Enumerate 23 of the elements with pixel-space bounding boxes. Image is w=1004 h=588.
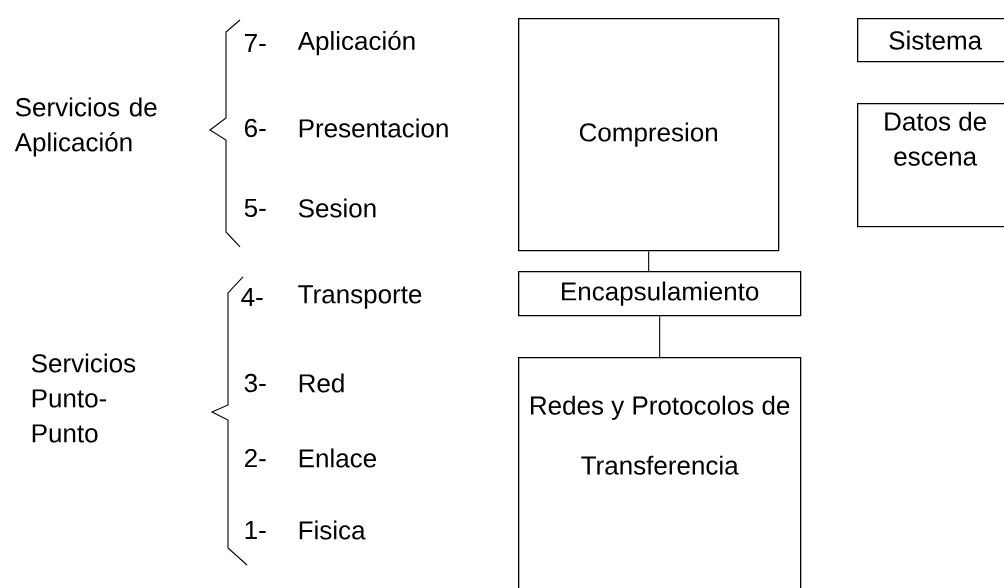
layer-label: Aplicación <box>297 30 415 56</box>
layer-label: 7- <box>245 34 266 52</box>
text-box: Encapsulamiento <box>518 271 802 317</box>
layer-label: Enlace <box>299 448 376 468</box>
layer-label: 6- <box>245 118 266 138</box>
layer-label: Presentacion <box>299 118 448 138</box>
connector-line <box>659 315 661 358</box>
layer-label: Transporte <box>298 285 422 309</box>
text-box: Datos de escena <box>857 103 1004 228</box>
layer-label: 2- <box>244 448 266 468</box>
layer-label: 3- <box>244 373 266 393</box>
text-box: Compresion <box>518 18 780 252</box>
connector-line <box>648 250 650 272</box>
layer-label: 1- <box>245 521 266 539</box>
layer-label: 5- <box>244 198 266 218</box>
text-box: Sistema <box>857 18 1004 63</box>
layer-label: Sesion <box>298 198 376 218</box>
text-box: Redes y Protocolos de Transferencia <box>518 357 802 588</box>
group-label: Servicios Punto-Punto <box>31 353 136 443</box>
layer-label: Fisica <box>299 520 366 540</box>
layer-label: 4- <box>241 288 263 306</box>
layer-label: Red <box>299 373 344 393</box>
group-label: Servicios de Aplicación <box>14 97 157 157</box>
